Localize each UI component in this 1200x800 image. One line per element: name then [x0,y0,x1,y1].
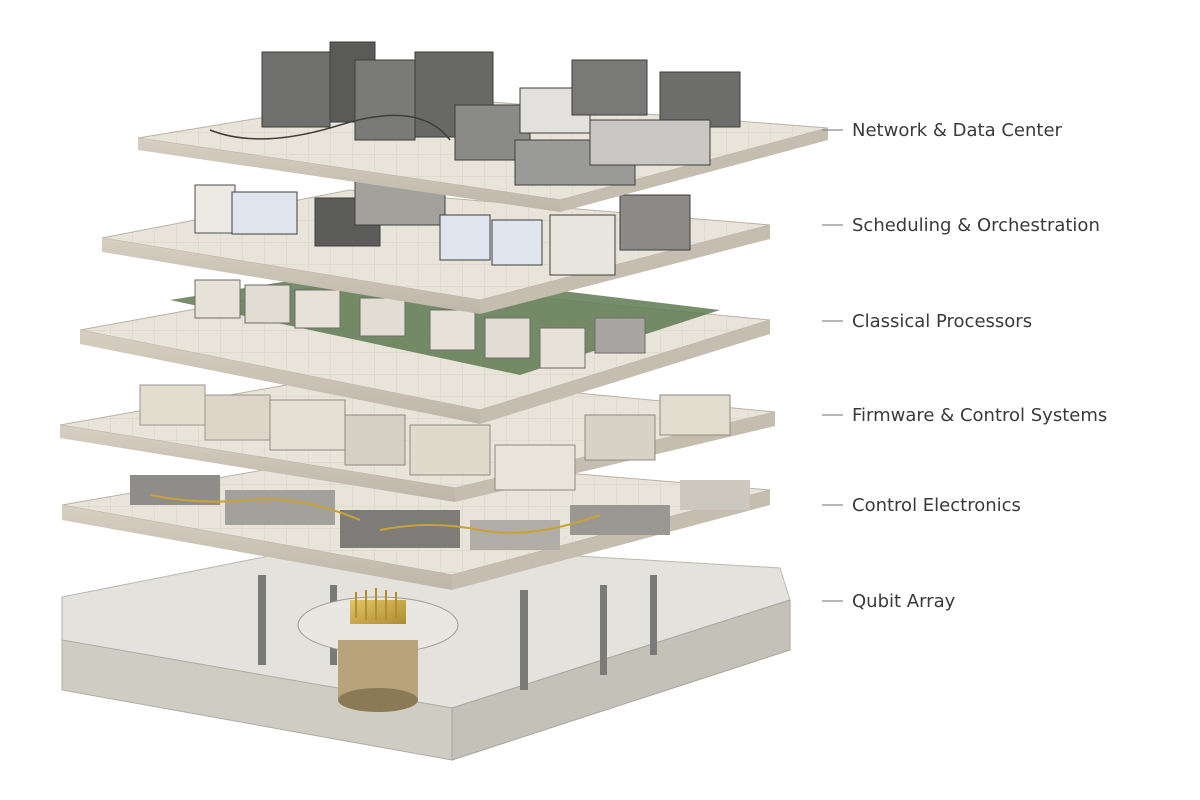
electronics-equipment [130,475,750,550]
layer-label: Qubit Array [852,591,956,612]
plate-firmware [59,371,776,502]
firmware-equipment [139,384,731,491]
plate-control-electronics [61,454,771,590]
cryostat-assembly [297,588,459,712]
layer-label: Classical Processors [852,311,1032,332]
workstation-monitors [194,179,691,276]
layer-label: Network & Data Center [852,120,1063,141]
plate-network-datacenter [137,41,829,212]
label-network-datacenter: Network & Data Center [822,120,1063,141]
base-block [61,541,791,761]
processor-modules [194,279,646,369]
plate-classical-processors [79,268,771,424]
label-qubit-array: Qubit Array [822,591,956,612]
base-front-right [451,599,791,761]
server-racks [209,41,741,186]
label-scheduling: Scheduling & Orchestration [822,215,1100,236]
label-classical-processors: Classical Processors [822,311,1032,332]
layer-label: Control Electronics [852,495,1021,516]
layer-label: Scheduling & Orchestration [852,215,1100,236]
layer-labels: Network & Data Center Scheduling & Orche… [822,120,1107,612]
label-control-electronics: Control Electronics [822,495,1021,516]
label-firmware: Firmware & Control Systems [822,405,1107,426]
layer-label: Firmware & Control Systems [852,405,1107,426]
plate-scheduling [101,179,771,314]
